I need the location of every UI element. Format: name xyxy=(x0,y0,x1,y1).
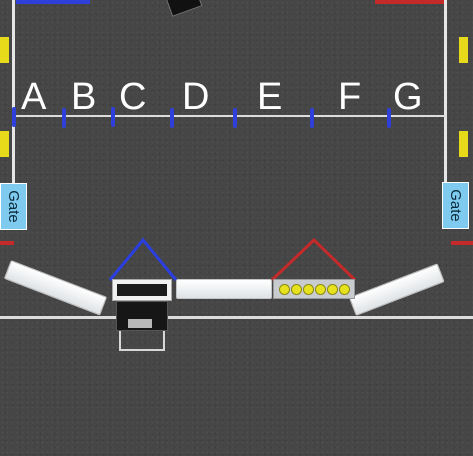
zone-tick-e xyxy=(233,108,237,128)
robot-frame-inner xyxy=(117,284,167,296)
zone-tick-g xyxy=(387,108,391,128)
floor-line xyxy=(0,316,473,319)
zone-label-b: B xyxy=(71,76,97,118)
left-red-stub xyxy=(0,241,14,245)
left-wall-marker xyxy=(0,131,9,157)
robot-outline xyxy=(119,331,165,351)
left-wall xyxy=(12,0,15,184)
zone-tick-f xyxy=(310,108,314,128)
left-gate[interactable]: Gate xyxy=(0,183,27,230)
right-gate[interactable]: Gate xyxy=(442,182,469,229)
left-wall-marker xyxy=(0,37,9,63)
game-ball xyxy=(278,283,290,295)
zone-label-f: F xyxy=(338,76,362,118)
ball-trough xyxy=(273,279,355,299)
zone-label-c: C xyxy=(119,76,147,118)
blue-alliance-marker xyxy=(16,0,90,4)
zone-line xyxy=(14,115,446,117)
right-wall-marker xyxy=(459,131,468,157)
zone-label-e: E xyxy=(257,76,283,118)
red-goal-triangle xyxy=(270,237,357,282)
zone-label-g: G xyxy=(393,76,423,118)
zone-label-a: A xyxy=(21,76,47,118)
right-wall xyxy=(444,0,447,184)
zone-tick-d xyxy=(170,108,174,128)
right-red-stub xyxy=(451,241,473,245)
game-ball xyxy=(302,283,314,295)
robot[interactable] xyxy=(110,279,174,352)
robot-intake xyxy=(128,319,152,328)
game-ball xyxy=(338,283,350,295)
game-ball xyxy=(290,283,302,295)
game-ball xyxy=(314,283,326,295)
red-alliance-marker xyxy=(375,0,447,4)
zone-tick-a xyxy=(12,107,16,127)
blue-goal-triangle xyxy=(108,237,178,281)
center-rail xyxy=(176,279,272,299)
zone-tick-b xyxy=(62,108,66,128)
zone-label-d: D xyxy=(182,76,210,118)
game-ball xyxy=(326,283,338,295)
zone-tick-c xyxy=(111,107,115,127)
right-wall-marker xyxy=(459,37,468,63)
